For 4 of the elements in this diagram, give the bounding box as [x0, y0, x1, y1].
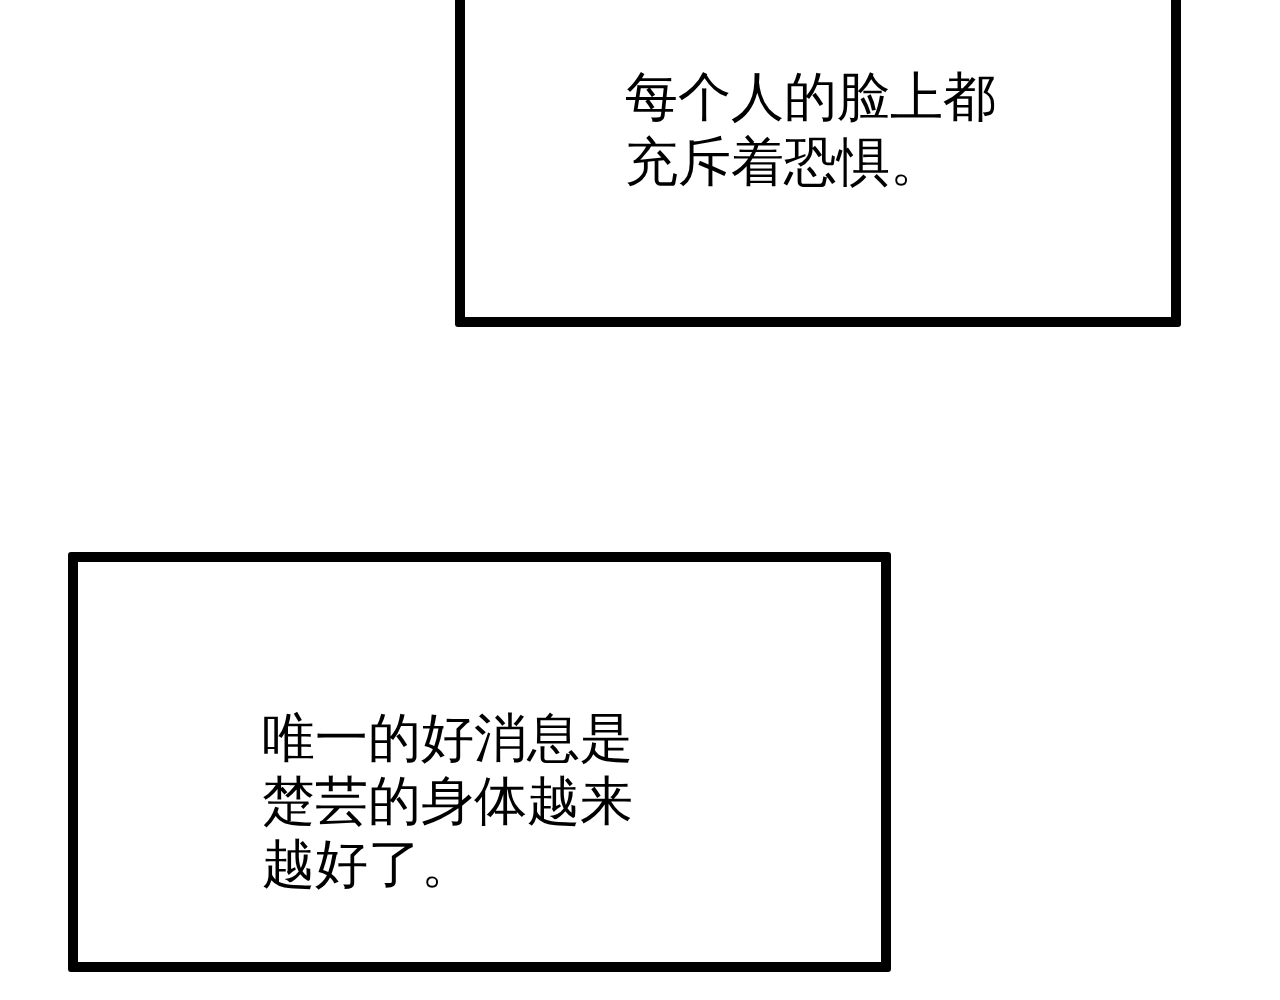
- caption-box: [455, 0, 1181, 327]
- caption-text: 唯一的好消息是楚芸的身体越来越好了。: [262, 706, 634, 895]
- caption-box: [68, 552, 891, 972]
- caption-text: 每个人的脸上都充斥着恐惧。: [625, 65, 997, 194]
